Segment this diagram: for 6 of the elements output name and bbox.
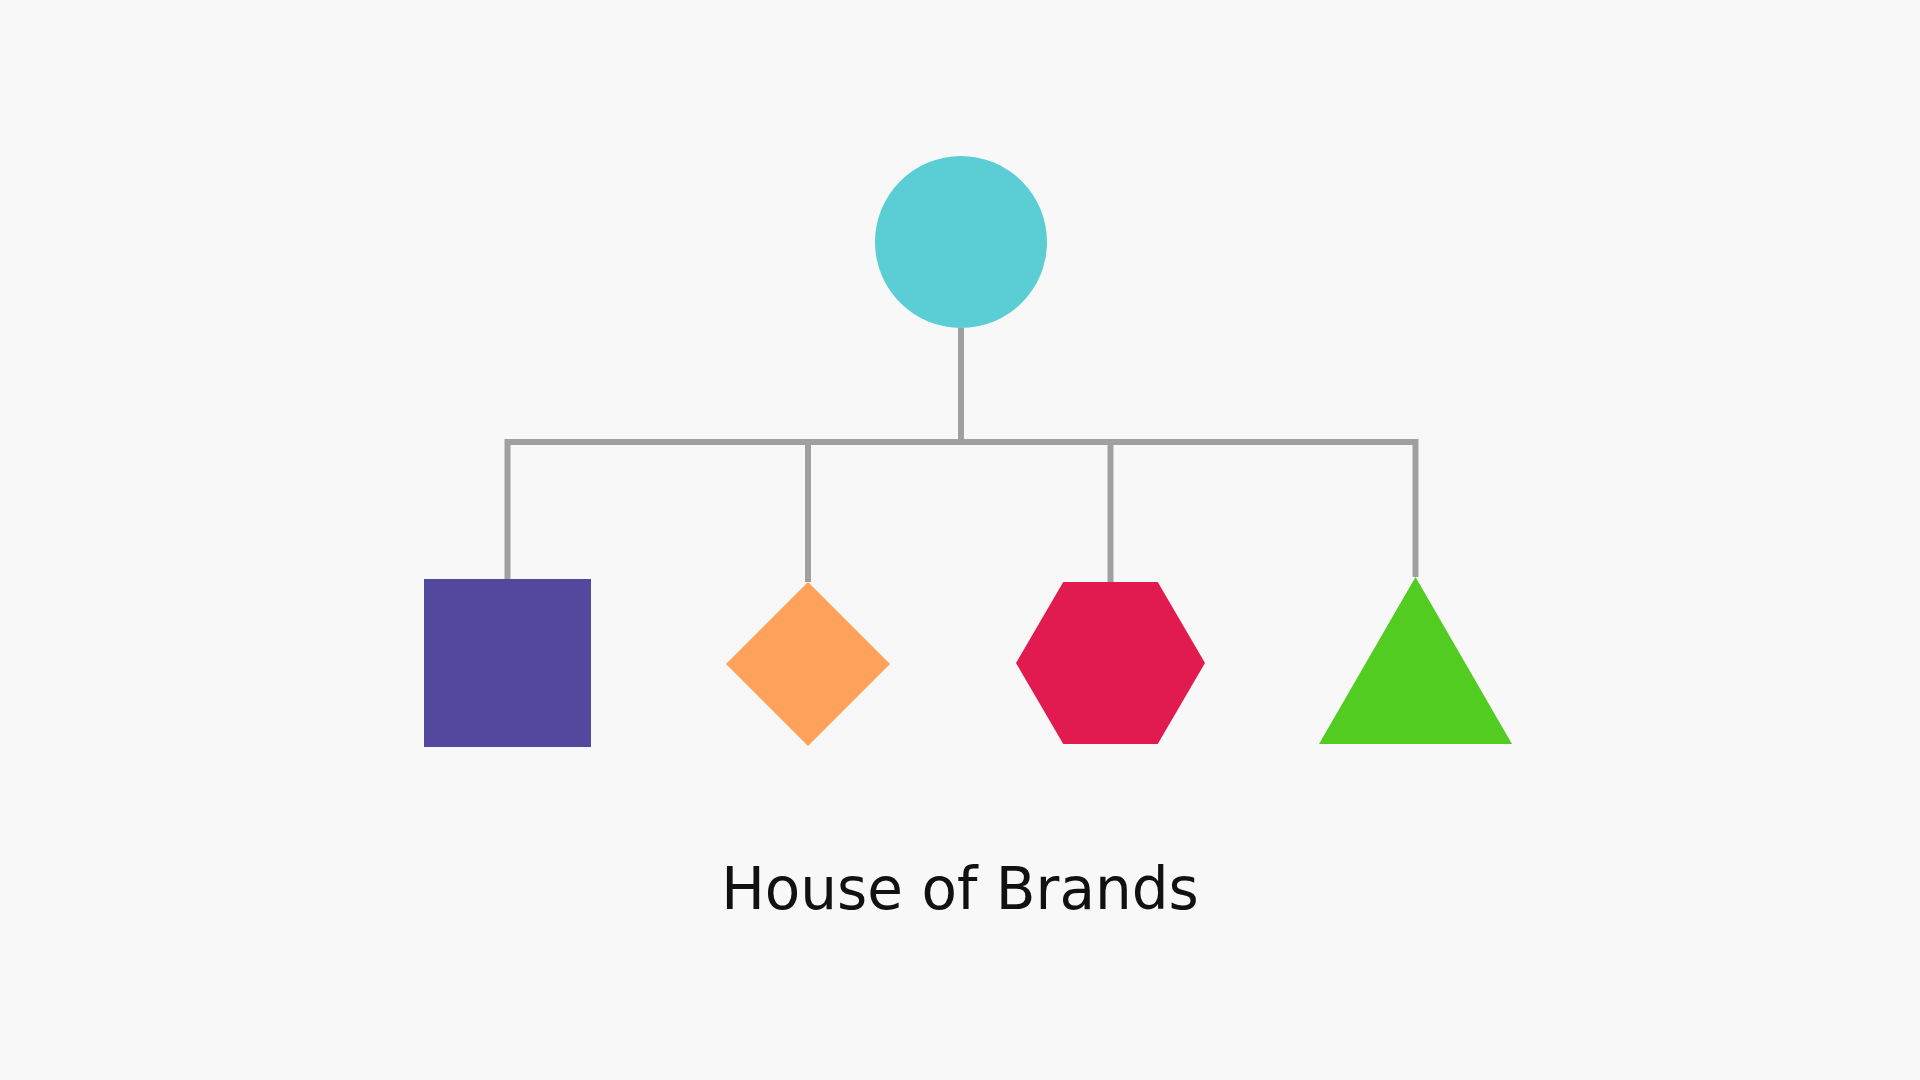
square-shape [424,579,591,747]
diamond-shape [726,582,890,746]
circle-shape [875,156,1047,328]
triangle-shape [1319,577,1512,744]
hexagon-shape [1016,582,1205,744]
diagram-title: House of Brands [721,855,1199,923]
